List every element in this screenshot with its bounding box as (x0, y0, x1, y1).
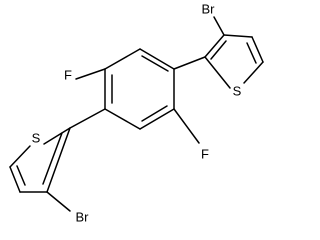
thiophene-bond (251, 36, 264, 63)
benzene-bond (139, 48, 175, 70)
c-f-bond (75, 68, 106, 80)
thiophene-bond (204, 34, 225, 58)
fluorine-atom-label: F (64, 67, 72, 82)
thiophene-bond (46, 127, 71, 193)
thiophene-double-bond (16, 165, 26, 186)
bromine-atom-label: Br (202, 1, 216, 16)
thiophene-double-bond (210, 40, 227, 60)
thiophene-bond (223, 34, 253, 38)
chemical-structure-diagram: F F S S Br Br (9, 1, 264, 224)
fluorine-atom-label: F (201, 146, 209, 161)
thiophene-bond (9, 166, 21, 193)
benzene-bond (104, 108, 141, 130)
thiophene-ring-left (9, 127, 71, 212)
thiophene-ring-right (204, 16, 264, 89)
thiophene-double-bond (246, 42, 257, 64)
sulfur-atom-label: S (32, 130, 41, 145)
thiophene-double-bond (42, 132, 63, 185)
benzene-double-bond (141, 55, 169, 72)
thiophene-bond (243, 61, 264, 84)
bromine-atom-label: Br (76, 209, 90, 224)
c-br-bond (46, 191, 71, 212)
benzene-ring (104, 48, 175, 130)
benzene-bond (104, 48, 141, 70)
sulfur-atom-label: S (233, 83, 242, 98)
aryl-aryl-bond (69, 108, 106, 129)
thiophene-bond (43, 127, 71, 145)
benzene-bond (139, 108, 175, 130)
c-f-bond (173, 108, 200, 144)
c-br-bond (213, 16, 225, 36)
benzene-double-bond (141, 105, 168, 122)
aryl-aryl-bond (173, 56, 206, 70)
thiophene-bond (204, 56, 231, 89)
thiophene-bond (9, 145, 31, 168)
